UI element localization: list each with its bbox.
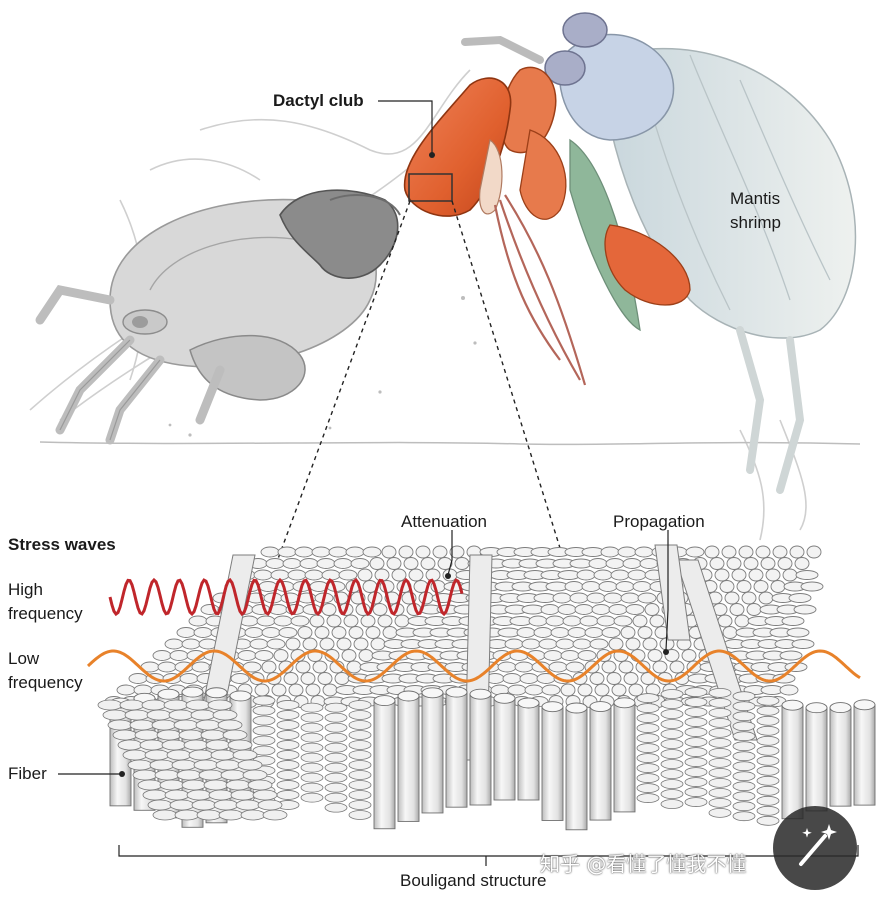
- low-frequency-label-line2: frequency: [8, 671, 83, 695]
- mantis-shrimp-illustration: [405, 13, 856, 490]
- high-frequency-label-line2: frequency: [8, 602, 83, 626]
- stress-waves-heading: Stress waves: [8, 533, 116, 557]
- mantis-shrimp-label-line1: Mantis: [730, 187, 780, 211]
- watermark-badge: [773, 806, 857, 890]
- bouligand-bracket: [119, 845, 858, 866]
- bouligand-structure-label: Bouligand structure: [400, 869, 546, 893]
- fiber-label: Fiber: [8, 762, 47, 786]
- attenuation-label: Attenuation: [401, 510, 487, 534]
- bouligand-block: [98, 545, 875, 830]
- propagation-label: Propagation: [613, 510, 705, 534]
- dactyl-club-label: Dactyl club: [273, 89, 364, 113]
- watermark-text: 知乎 @看懂了懂我不懂: [540, 848, 746, 877]
- low-frequency-label-line1: Low: [8, 647, 39, 671]
- ground-line: [40, 442, 860, 444]
- high-frequency-label-line1: High: [8, 578, 43, 602]
- magic-wand-icon: [773, 806, 857, 890]
- crab-illustration: [40, 190, 400, 440]
- mantis-shrimp-label-line2: shrimp: [730, 211, 781, 235]
